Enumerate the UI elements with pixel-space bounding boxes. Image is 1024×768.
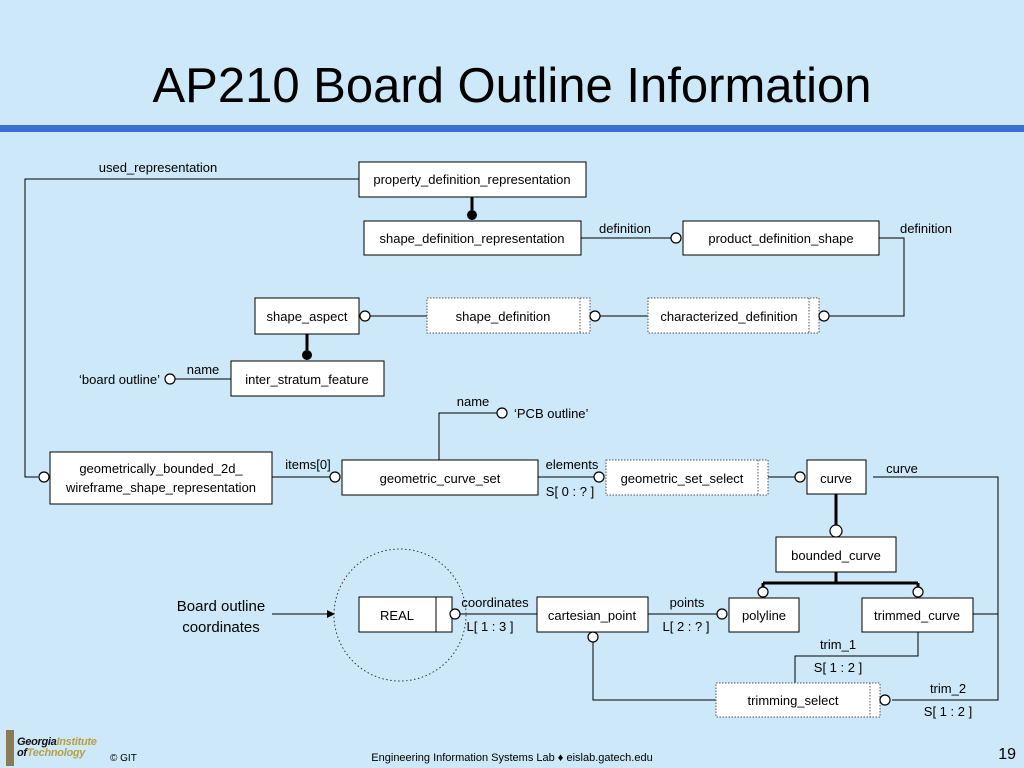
attr-items: items[0] — [285, 457, 331, 472]
entity-label: curve — [820, 471, 852, 486]
logo-text: Institute — [56, 736, 97, 748]
copyright: © GIT — [110, 753, 137, 764]
type-real[interactable]: REAL — [358, 596, 453, 633]
entity-polyline[interactable]: polyline — [728, 597, 800, 633]
select-label: characterized_definition — [660, 309, 797, 324]
relationship-lines — [24, 178, 999, 701]
annotation-line1: Board outline — [177, 598, 265, 615]
entity-label: trimmed_curve — [874, 608, 960, 623]
entity-geometric-curve-set[interactable]: geometric_curve_set — [341, 459, 539, 496]
entity-geometrically-bounded-2d-wireframe-shape-representation[interactable]: geometrically_bounded_2d_ wireframe_shap… — [49, 451, 273, 505]
select-label: trimming_select — [747, 693, 838, 708]
entity-cartesian-point[interactable]: cartesian_point — [536, 596, 649, 633]
attr-name-gcs: name — [457, 394, 490, 409]
attr-points: points — [670, 595, 705, 610]
select-geometric-set-select[interactable]: geometric_set_select — [605, 459, 769, 496]
attr-curve: curve — [886, 461, 918, 476]
entity-label: product_definition_shape — [708, 231, 853, 246]
highlight-circle — [333, 548, 467, 682]
relationship-circles — [38, 210, 924, 706]
attr-trim-1: trim_1 — [820, 637, 856, 652]
tower-icon — [6, 730, 14, 766]
value-board-outline: ‘board outline’ — [79, 372, 160, 387]
select-label: geometric_set_select — [621, 471, 744, 486]
entity-label: shape_definition_representation — [379, 231, 564, 246]
card-trim-2: S[ 1 : 2 ] — [924, 704, 972, 719]
attr-definition-1: definition — [599, 221, 651, 236]
value-pcb-outline: ‘PCB outline’ — [514, 406, 589, 421]
attr-coordinates: coordinates — [461, 595, 529, 610]
entity-label: shape_aspect — [267, 309, 348, 324]
entity-product-definition-shape[interactable]: product_definition_shape — [682, 220, 880, 256]
select-characterized-definition[interactable]: characterized_definition — [647, 297, 820, 334]
logo-text: Technology — [26, 747, 86, 759]
select-trimming-select[interactable]: trimming_select — [715, 682, 881, 718]
georgia-tech-logo: GeorgiaInstitute ofTechnology — [6, 730, 106, 766]
card-points: L[ 2 : ? ] — [663, 619, 710, 634]
entity-inter-stratum-feature[interactable]: inter_stratum_feature — [230, 360, 385, 397]
attr-elements: elements — [546, 457, 599, 472]
entity-label: bounded_curve — [791, 548, 881, 563]
select-label: shape_definition — [456, 309, 551, 324]
annotation-line2: coordinates — [182, 619, 260, 636]
select-shape-definition[interactable]: shape_definition — [426, 297, 591, 334]
entity-shape-aspect[interactable]: shape_aspect — [254, 297, 360, 335]
logo-text: of — [17, 747, 27, 759]
entity-label: geometric_curve_set — [380, 471, 501, 486]
attr-name-isf: name — [187, 362, 220, 377]
entity-label: property_definition_representation — [373, 172, 570, 187]
entity-label-line2: wireframe_shape_representation — [65, 480, 256, 495]
card-elements: S[ 0 : ? ] — [546, 484, 594, 499]
entity-trimmed-curve[interactable]: trimmed_curve — [861, 597, 974, 633]
entity-shape-definition-representation[interactable]: shape_definition_representation — [363, 220, 582, 256]
card-coordinates: L[ 1 : 3 ] — [467, 619, 514, 634]
logo-text: Georgia — [17, 736, 57, 748]
slide-title: AP210 Board Outline Information — [152, 59, 872, 113]
page-number: 19 — [998, 746, 1016, 763]
attr-trim-2: trim_2 — [930, 681, 966, 696]
entity-label: inter_stratum_feature — [245, 372, 369, 387]
entity-label: cartesian_point — [548, 608, 637, 623]
title-rule — [0, 125, 1024, 132]
entity-label: polyline — [742, 608, 786, 623]
type-label: REAL — [380, 608, 414, 623]
card-trim-1: S[ 1 : 2 ] — [814, 660, 862, 675]
entity-bounded-curve[interactable]: bounded_curve — [775, 536, 897, 573]
attr-used-representation: used_representation — [99, 160, 218, 175]
entity-label-line1: geometrically_bounded_2d_ — [79, 461, 243, 476]
footer-lab: Engineering Information Systems Lab ♦ ei… — [371, 752, 653, 764]
entity-property-definition-representation[interactable]: property_definition_representation — [358, 161, 587, 198]
entity-curve[interactable]: curve — [806, 459, 867, 495]
attr-definition-2: definition — [900, 221, 952, 236]
